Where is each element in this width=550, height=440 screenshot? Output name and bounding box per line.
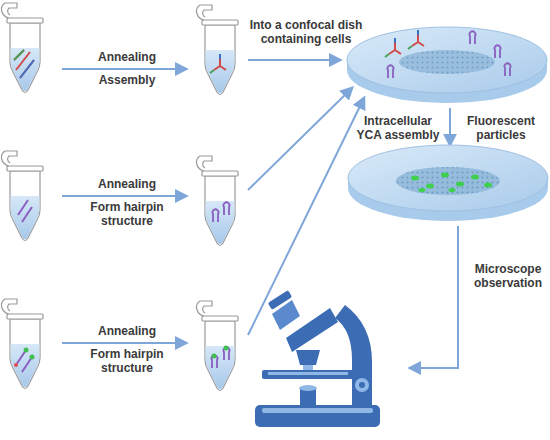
step-label: Fluorescent particles [458,114,544,142]
step-label: Intracellular YCA assembly [352,114,444,142]
tube-row-2 [2,151,238,246]
tube-row-1 [2,3,238,95]
step-label: Form hairpin structure [72,347,182,375]
confocal-dish-result [348,145,548,221]
step-label: Microscope observation [466,262,550,290]
step-label: Annealing [72,177,182,191]
tube-row-3 [2,299,238,391]
confocal-dish [347,27,547,103]
step-label: Annealing [72,324,182,338]
microscope [255,290,380,427]
step-label: Into a confocal dish containing cells [236,18,376,46]
step-label: Form hairpin structure [72,200,182,228]
step-label: Annealing [72,50,182,64]
step-label: Assembly [72,73,182,87]
